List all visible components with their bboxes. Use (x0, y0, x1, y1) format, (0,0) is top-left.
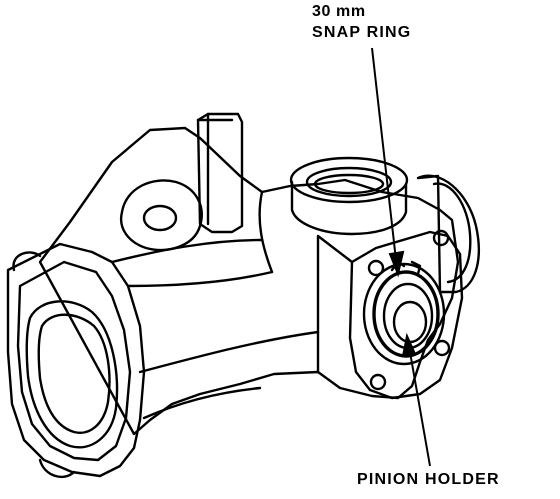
upper-boss-hole (142, 204, 178, 232)
mounting-tab (196, 112, 244, 234)
body-contour-bottom (142, 386, 262, 420)
pinion-holder-center (392, 300, 428, 344)
bolt-hole-bottom-right (433, 339, 451, 357)
snap-ring-arrowhead (388, 250, 405, 278)
upper-boss (119, 179, 203, 252)
front-bore-inner (37, 313, 111, 434)
body-contour-lower (138, 330, 320, 374)
snap-ring-leader-line (371, 47, 397, 261)
snap-ring-size-label: 30 mm (312, 3, 366, 20)
front-bore-outer (25, 300, 119, 449)
mounting-tab-edge (196, 112, 234, 226)
pinion-holder-label: PINION HOLDER (357, 471, 500, 488)
body-contour-upper (110, 238, 264, 264)
body-contour-neck (258, 190, 274, 274)
rear-flange (416, 174, 480, 294)
pinion-mount-face-edge (316, 234, 354, 374)
top-port-rim (289, 156, 409, 204)
flange-ear-bottom (38, 458, 76, 479)
body-contour-mid (126, 270, 274, 288)
front-flange-inner-edge (16, 260, 132, 462)
pinion-holder-leader-line (409, 351, 431, 467)
top-port-bore-inner (313, 173, 385, 195)
bolt-hole-bottom-left (369, 373, 387, 391)
top-port-bore (305, 166, 393, 198)
top-port-body (290, 180, 408, 236)
bolt-hole-top-right (432, 229, 450, 247)
front-flange (6, 242, 146, 478)
pinion-holder-arrowhead (401, 332, 417, 358)
pinion-bore-outer (362, 262, 446, 366)
flange-ear-top (12, 251, 42, 272)
snap-ring-label: SNAP RING (312, 24, 412, 41)
bolt-hole-top-left (367, 259, 385, 277)
pinion-mount-face (348, 230, 464, 400)
